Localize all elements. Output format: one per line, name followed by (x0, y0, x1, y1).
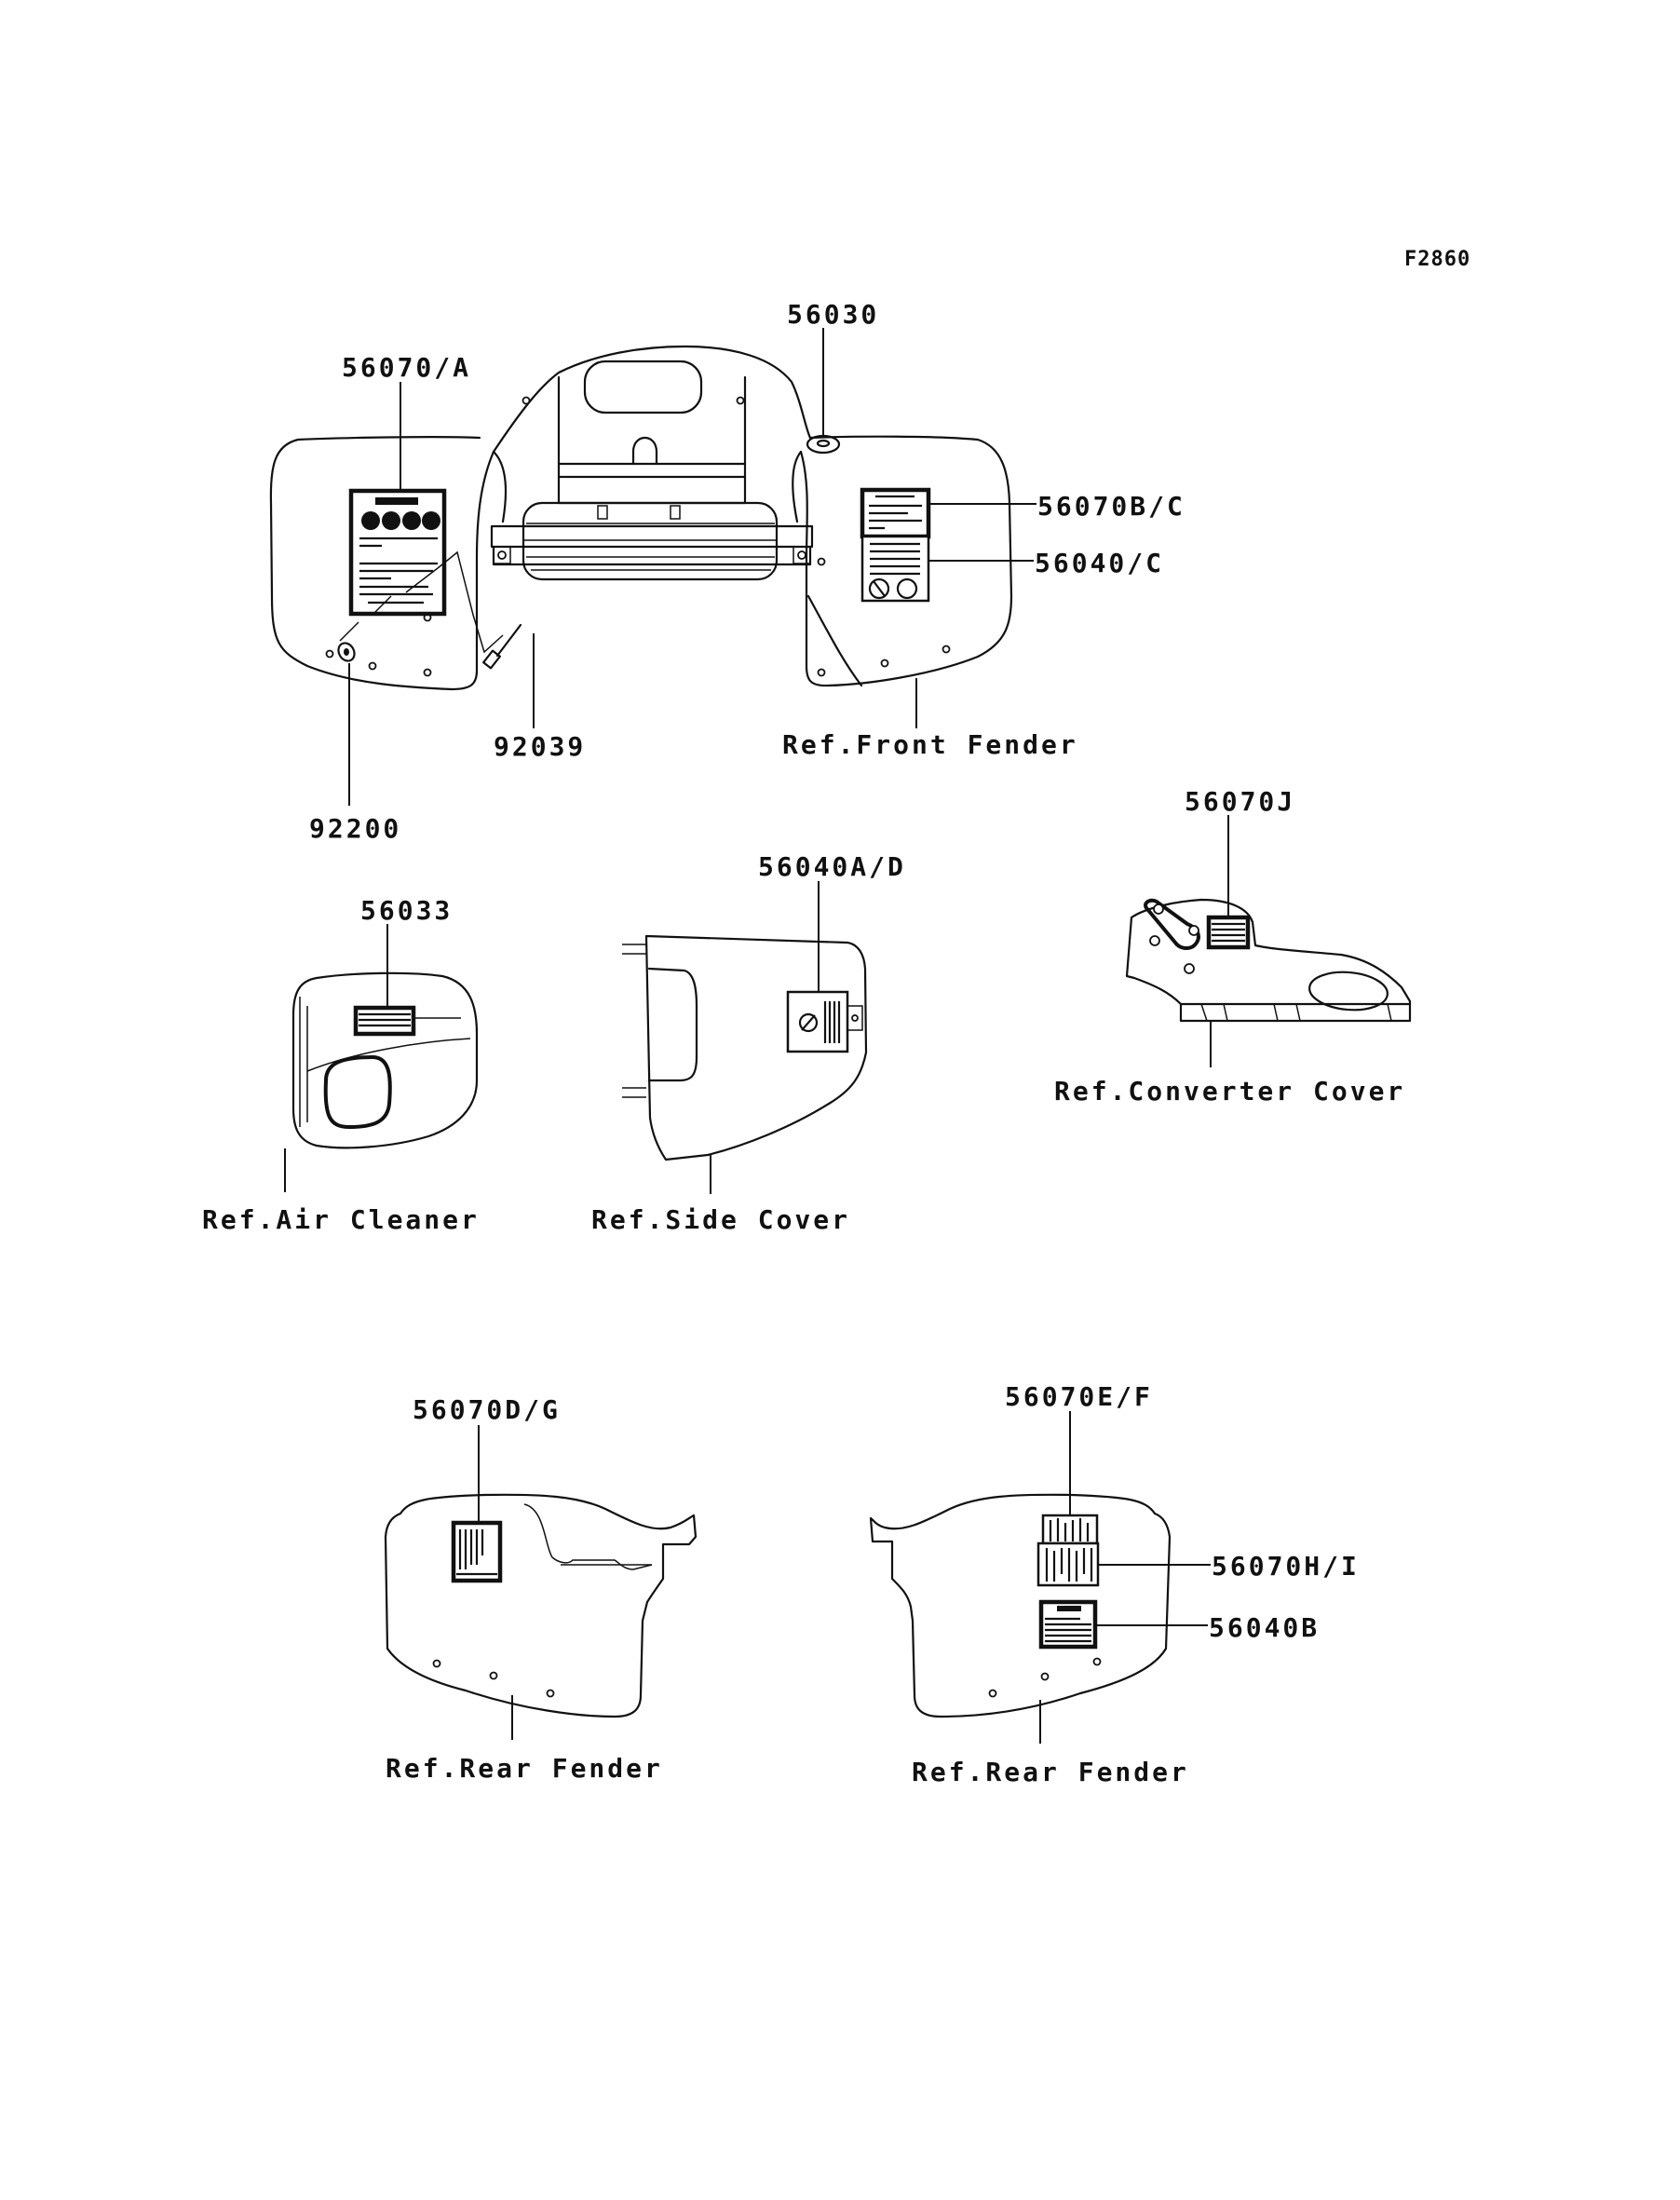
decal-56040-c[interactable] (860, 535, 930, 603)
callout-56070h-i[interactable]: 56070H/I (1212, 1551, 1360, 1582)
callout-56040a-d[interactable]: 56040A/D (758, 851, 906, 882)
ref-air-cleaner[interactable]: Ref.Air Cleaner (202, 1204, 480, 1235)
callout-56033[interactable]: 56033 (360, 895, 453, 926)
callout-56070-a[interactable]: 56070/A (342, 352, 471, 383)
callout-56070e-f[interactable]: 56070E/F (1005, 1381, 1153, 1412)
callout-56040b[interactable]: 56040B (1209, 1612, 1320, 1643)
grommet-92200[interactable] (335, 640, 358, 663)
decal-56070e-f[interactable] (1041, 1514, 1099, 1545)
ref-side-cover[interactable]: Ref.Side Cover (591, 1204, 850, 1235)
front-fender-left-wing (269, 436, 495, 691)
emblem-56030[interactable] (806, 434, 841, 455)
rivet-92039[interactable] (482, 623, 522, 670)
callout-56070d-g[interactable]: 56070D/G (413, 1394, 561, 1425)
decal-56070d-g[interactable] (451, 1520, 503, 1583)
callout-92039[interactable]: 92039 (494, 731, 586, 762)
decal-56070-a[interactable] (348, 488, 447, 617)
converter-cover (1125, 898, 1412, 1023)
callout-56030[interactable]: 56030 (787, 299, 879, 330)
rear-fender-right (869, 1493, 1172, 1718)
decal-56040a-d[interactable] (786, 990, 849, 1053)
front-fender-right-wing (799, 435, 1013, 687)
decal-56070j[interactable] (1206, 915, 1251, 950)
bumper-box (522, 501, 779, 581)
figure-code: F2860 (1404, 248, 1470, 271)
rear-fender-left (384, 1493, 698, 1718)
side-cover (622, 934, 868, 1161)
decal-56070-bc[interactable] (860, 487, 931, 539)
front-fender-center (492, 345, 812, 454)
decal-56070h-i[interactable] (1036, 1541, 1100, 1587)
callout-56070j[interactable]: 56070J (1185, 786, 1295, 817)
ref-converter-cover[interactable]: Ref.Converter Cover (1054, 1076, 1405, 1107)
decal-56040b[interactable] (1038, 1599, 1098, 1650)
ref-rear-fender-right[interactable]: Ref.Rear Fender (912, 1757, 1189, 1787)
callout-56040-c[interactable]: 56040/C (1035, 548, 1164, 578)
callout-92200[interactable]: 92200 (309, 813, 401, 844)
ref-front-fender[interactable]: Ref.Front Fender (782, 729, 1078, 760)
air-cleaner-cover (291, 971, 479, 1149)
front-fender (269, 345, 1013, 691)
callout-56070-bc[interactable]: 56070B/C (1037, 491, 1185, 522)
handle-opening (583, 360, 703, 414)
ref-rear-fender-left[interactable]: Ref.Rear Fender (386, 1753, 663, 1784)
